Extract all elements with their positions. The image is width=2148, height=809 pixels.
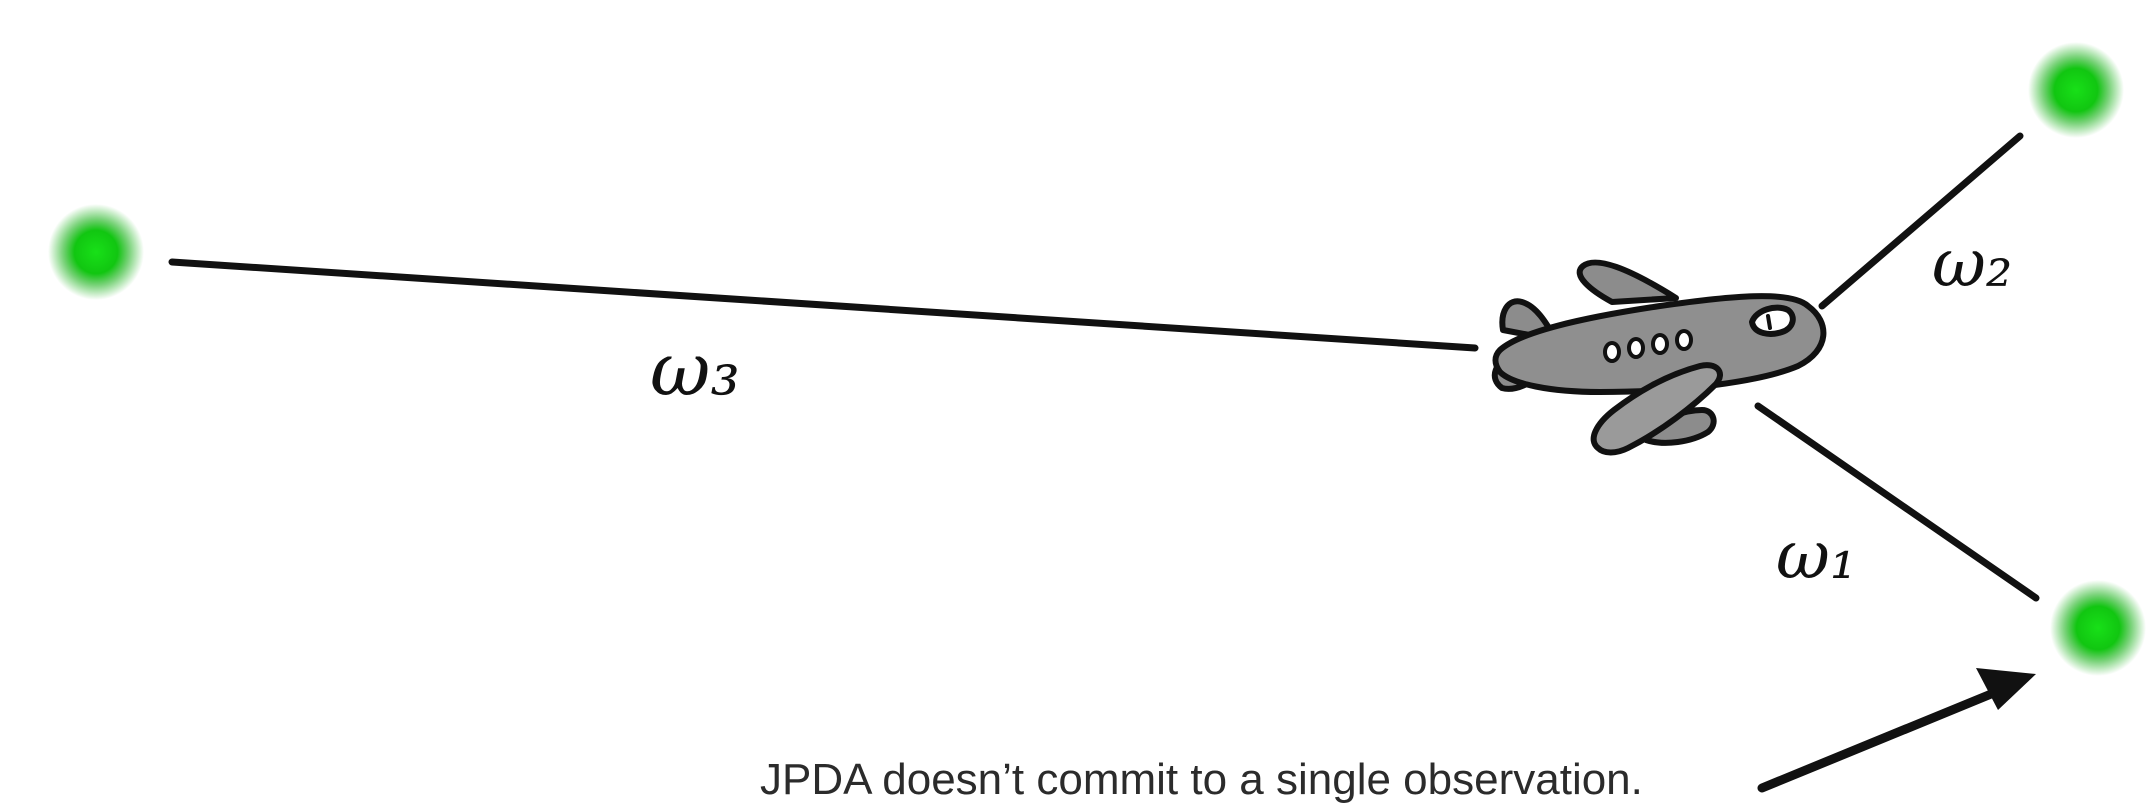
annotation-arrow-shaft (1757, 687, 2001, 793)
edge-aircraft-to-top-right (1818, 132, 2024, 310)
airplane-icon (1491, 259, 1827, 456)
observation-dot-left (48, 204, 144, 300)
weight-label-3: ω₃ (650, 327, 740, 413)
observation-dot-top-right (2028, 42, 2124, 138)
edge-aircraft-to-bottom-right (1754, 402, 2040, 602)
annotation-caption: JPDA doesn’t commit to a single observat… (760, 755, 1643, 804)
weight-label-1: ω₁ (1776, 517, 1856, 594)
observation-dot-bottom-right (2050, 580, 2146, 676)
weight-label-2: ω₂ (1932, 225, 2012, 302)
annotation-arrow-head (1976, 668, 2036, 710)
edge-left-to-aircraft (168, 258, 1479, 352)
